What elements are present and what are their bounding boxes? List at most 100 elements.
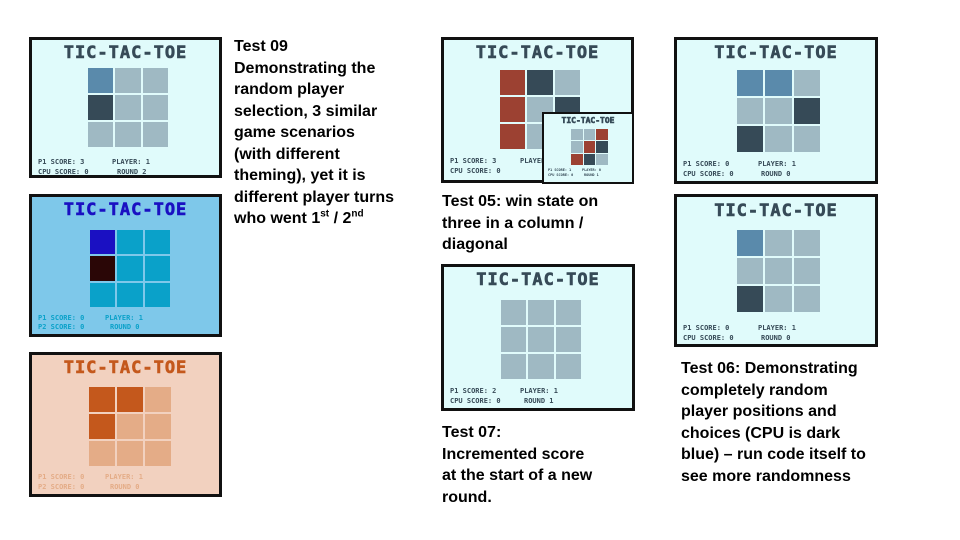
board-cell-6[interactable] — [596, 141, 608, 153]
board-cell-3[interactable] — [793, 230, 820, 256]
board-cell-3[interactable] — [142, 68, 168, 93]
board-cell-3[interactable] — [555, 300, 581, 325]
board-cell-2[interactable] — [527, 70, 553, 95]
board-cell-5[interactable] — [115, 95, 141, 120]
board-cell-3[interactable] — [596, 129, 608, 141]
game-board — [90, 230, 170, 307]
caption-line: Incremented score — [442, 445, 585, 463]
board-cell-7[interactable] — [89, 441, 115, 466]
game-title: TIC-TAC-TOE — [63, 200, 188, 221]
board-cell-9[interactable] — [142, 122, 168, 147]
board-cell-4[interactable] — [571, 141, 583, 153]
caption-line: who went 1st / 2nd — [234, 208, 394, 230]
board-cell-5[interactable] — [528, 327, 554, 352]
board-cell-8[interactable] — [117, 282, 143, 307]
board-cell-1[interactable] — [737, 70, 764, 96]
board-cell-3[interactable] — [145, 387, 171, 412]
round-indicator: ROUND 0 — [761, 170, 791, 178]
board-cell-8[interactable] — [765, 126, 792, 152]
caption-line: Test 07: — [442, 424, 502, 441]
caption-line: Test 05: win state on — [442, 193, 599, 210]
caption-line: (with different — [234, 145, 340, 163]
board-cell-6[interactable] — [793, 258, 820, 284]
game-title: TIC-TAC-TOE — [475, 43, 600, 64]
board-cell-2[interactable] — [765, 230, 792, 256]
board-cell-4[interactable] — [501, 327, 527, 352]
test05-screenshot: TIC-TAC-TOE P1 SCORE: 3 PLAYER: 1 CPU SC… — [441, 37, 634, 183]
game-title: TIC-TAC-TOE — [714, 43, 838, 64]
board-cell-7[interactable] — [571, 153, 583, 165]
board-cell-4[interactable] — [500, 97, 526, 122]
board-cell-8[interactable] — [765, 286, 792, 312]
board-cell-4[interactable] — [89, 414, 115, 439]
board-cell-4[interactable] — [737, 98, 764, 124]
board-cell-9[interactable] — [555, 354, 581, 379]
caption-line: diagonal — [442, 236, 508, 253]
caption-line: blue) – run code itself to — [681, 446, 866, 463]
p1-score: P1 SCORE: 0 — [38, 314, 85, 322]
board-cell-5[interactable] — [765, 98, 792, 124]
board-cell-4[interactable] — [737, 258, 764, 284]
game-board — [571, 129, 608, 165]
board-cell-1[interactable] — [571, 129, 583, 141]
board-cell-1[interactable] — [90, 230, 116, 255]
board-cell-7[interactable] — [737, 286, 764, 312]
board-cell-9[interactable] — [596, 153, 608, 165]
board-cell-8[interactable] — [583, 153, 596, 165]
game-board — [737, 230, 820, 312]
board-cell-5[interactable] — [583, 141, 596, 153]
board-cell-9[interactable] — [793, 126, 820, 152]
p1-score: P1 SCORE: 0 — [683, 324, 730, 332]
board-cell-6[interactable] — [142, 95, 168, 120]
board-cell-7[interactable] — [88, 122, 114, 147]
board-cell-3[interactable] — [554, 70, 580, 95]
board-cell-7[interactable] — [90, 282, 116, 307]
board-cell-2[interactable] — [528, 300, 554, 325]
board-cell-9[interactable] — [145, 441, 171, 466]
ordinal-suffix: st — [320, 208, 330, 220]
board-cell-8[interactable] — [117, 441, 143, 466]
board-cell-6[interactable] — [793, 98, 820, 124]
test05-caption: Test 05: win state on three in a column … — [442, 191, 598, 256]
caption-line: round. — [442, 488, 492, 506]
game-board — [737, 70, 820, 152]
board-cell-3[interactable] — [793, 70, 820, 96]
caption-line: theming), yet it is — [234, 167, 366, 184]
player-indicator: PLAYER: 1 — [758, 160, 796, 168]
caption-line: different player turns — [234, 188, 395, 206]
board-cell-3[interactable] — [144, 230, 170, 255]
board-cell-1[interactable] — [501, 300, 527, 325]
caption-line: at the start of a new — [442, 467, 593, 484]
board-cell-6[interactable] — [145, 414, 171, 439]
board-cell-4[interactable] — [90, 256, 116, 281]
test09-screenshot-blue: TIC-TAC-TOE P1 SCORE: 0 PLAYER: 1 P2 SCO… — [29, 194, 222, 337]
board-cell-2[interactable] — [117, 230, 143, 255]
board-cell-7[interactable] — [501, 354, 527, 379]
caption-text: / 2 — [329, 210, 352, 227]
board-cell-1[interactable] — [88, 68, 114, 93]
board-cell-5[interactable] — [117, 414, 143, 439]
board-cell-2[interactable] — [117, 387, 143, 412]
board-cell-1[interactable] — [500, 70, 526, 95]
test06-caption: Test 06: Demonstrating completely random… — [681, 358, 866, 487]
board-cell-2[interactable] — [583, 129, 596, 141]
board-cell-7[interactable] — [500, 124, 526, 149]
board-cell-2[interactable] — [115, 68, 141, 93]
board-cell-7[interactable] — [737, 126, 764, 152]
test09-screenshot-light: TIC-TAC-TOE P1 SCORE: 3 PLAYER: 1 CPU SC… — [29, 37, 222, 178]
board-cell-8[interactable] — [115, 122, 141, 147]
board-cell-8[interactable] — [528, 354, 554, 379]
board-cell-9[interactable] — [793, 286, 820, 312]
board-cell-6[interactable] — [144, 256, 170, 281]
board-cell-1[interactable] — [737, 230, 764, 256]
board-cell-2[interactable] — [765, 70, 792, 96]
round-indicator: ROUND 2 — [117, 168, 147, 176]
board-cell-9[interactable] — [144, 282, 170, 307]
board-cell-6[interactable] — [555, 327, 581, 352]
board-cell-4[interactable] — [88, 95, 114, 120]
caption-line: player positions and — [681, 403, 837, 420]
board-cell-5[interactable] — [117, 256, 143, 281]
board-cell-5[interactable] — [765, 258, 792, 284]
board-cell-1[interactable] — [89, 387, 115, 412]
cpu-score: CPU SCORE: 0 — [450, 167, 501, 175]
